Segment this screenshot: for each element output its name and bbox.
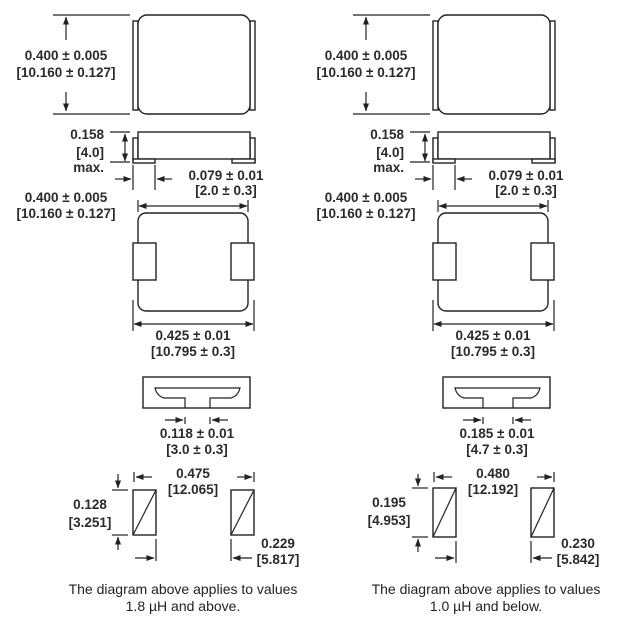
center-gap-inch: 0.185 ± 0.01	[460, 426, 535, 441]
terminal-width-mm: [2.0 ± 0.3]	[195, 183, 256, 198]
caption-line-2: 1.0 µH and below.	[430, 598, 542, 614]
bottom-pad-right	[230, 242, 255, 281]
pad-inner-mm: [5.842]	[557, 552, 600, 567]
end-view-core-outline	[454, 387, 541, 408]
terminal-width-inch: 0.079 ± 0.01	[489, 168, 564, 183]
top-view-terminal-left	[132, 20, 139, 111]
side-pad-left	[432, 158, 456, 164]
side-height-mm: [4.0]	[76, 145, 104, 160]
panel-small-values: 0.400 ± 0.005[10.160 ± 0.127]0.158[4.0]m…	[317, 14, 601, 614]
pad-hatch-line	[432, 487, 457, 538]
pad-inner-mm: [5.817]	[257, 552, 300, 567]
end-view-body	[442, 376, 551, 409]
bottom-width-inch: 0.400 ± 0.005	[25, 190, 108, 205]
pad-hatch-line	[230, 489, 255, 536]
side-height-inch: 0.158	[370, 127, 404, 142]
pad-height-inch: 0.195	[372, 495, 406, 510]
bottom-pad-right	[530, 242, 555, 281]
side-height-mm: [4.0]	[376, 145, 404, 160]
side-height-max-note: max.	[73, 160, 104, 175]
end-view-body	[142, 376, 251, 409]
side-pad-right	[231, 158, 256, 164]
caption-line-1: The diagram above applies to values	[69, 581, 298, 597]
bottom-width-inch: 0.400 ± 0.005	[325, 190, 408, 205]
pad-height-mm: [4.953]	[368, 513, 411, 528]
overall-length-mm: [10.795 ± 0.3]	[451, 344, 535, 359]
pad-hatch-line	[132, 489, 157, 536]
center-gap-inch: 0.118 ± 0.01	[160, 426, 235, 441]
top-height-inch: 0.400 ± 0.005	[25, 48, 108, 63]
top-view-body	[137, 14, 251, 115]
caption-line-1: The diagram above applies to values	[372, 581, 601, 597]
center-gap-mm: [4.7 ± 0.3]	[466, 442, 527, 457]
terminal-width-mm: [2.0 ± 0.3]	[495, 183, 556, 198]
panel-large-values: 0.400 ± 0.005[10.160 ± 0.127]0.158[4.0]m…	[17, 14, 300, 614]
pad-height-inch: 0.128	[73, 497, 107, 512]
pad-span-mm: [12.065]	[168, 482, 218, 497]
terminal-width-inch: 0.079 ± 0.01	[189, 168, 264, 183]
pad-inner-inch: 0.229	[261, 536, 295, 551]
pad-span-mm: [12.192]	[468, 482, 518, 497]
side-view-body	[437, 131, 551, 160]
center-gap-mm: [3.0 ± 0.3]	[166, 442, 227, 457]
top-height-inch: 0.400 ± 0.005	[325, 48, 408, 63]
top-height-mm: [10.160 ± 0.127]	[17, 65, 116, 80]
side-pad-right	[531, 158, 556, 164]
pad-height-mm: [3.251]	[69, 515, 112, 530]
pad-span-inch: 0.475	[176, 466, 210, 481]
pad-hatch-line	[530, 487, 555, 538]
side-view-body	[137, 131, 251, 160]
top-view-terminal-right	[249, 20, 256, 111]
end-view-core-outline	[154, 387, 241, 408]
top-view-terminal-right	[549, 20, 556, 111]
overall-length-inch: 0.425 ± 0.01	[156, 328, 231, 343]
pad-inner-inch: 0.230	[561, 536, 595, 551]
side-height-max-note: max.	[373, 160, 404, 175]
bottom-width-mm: [10.160 ± 0.127]	[317, 206, 416, 221]
pad-span-inch: 0.480	[476, 466, 510, 481]
overall-length-inch: 0.425 ± 0.01	[456, 328, 531, 343]
caption-line-2: 1.8 µH and above.	[126, 598, 241, 614]
bottom-pad-left	[132, 242, 157, 281]
bottom-width-mm: [10.160 ± 0.127]	[17, 206, 116, 221]
side-height-inch: 0.158	[70, 127, 104, 142]
top-view-terminal-left	[432, 20, 439, 111]
overall-length-mm: [10.795 ± 0.3]	[151, 344, 235, 359]
top-height-mm: [10.160 ± 0.127]	[317, 65, 416, 80]
top-view-body	[437, 14, 551, 115]
bottom-pad-left	[432, 242, 457, 281]
side-pad-left	[132, 158, 156, 164]
